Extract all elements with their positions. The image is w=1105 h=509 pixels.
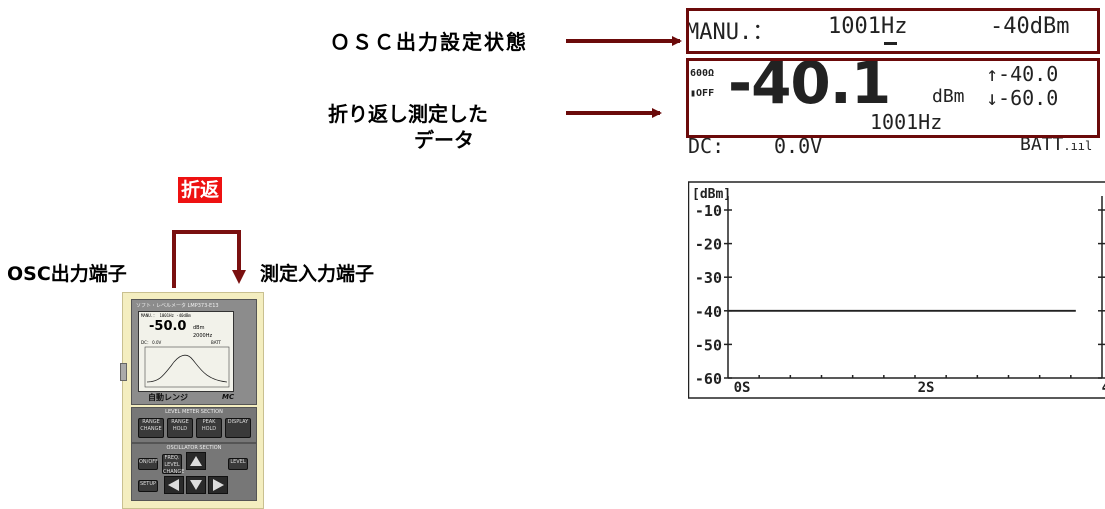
osc-output-terminal-label: OSC出力端子 — [7, 259, 127, 286]
chart-y-tick-label: -40 — [695, 303, 722, 321]
device-level-button[interactable]: LEVEL — [228, 458, 248, 470]
right-arrow-icon — [213, 479, 224, 491]
loopback-wire — [174, 232, 239, 288]
device-level-button-2[interactable]: PEAK HOLD — [196, 418, 222, 438]
osc-status-highlight — [686, 8, 1100, 54]
loopback-data-label-1: 折り返し測定した — [328, 98, 488, 127]
chart-y-tick-label: -30 — [695, 269, 722, 287]
device-osc-section-title: OSCILLATOR SECTION — [132, 445, 256, 451]
device-level-button-0[interactable]: RANGE CHANGE — [138, 418, 164, 438]
device-level-section-title: LEVEL METER SECTION — [132, 409, 256, 415]
chart-x-tick-label: 0S — [734, 380, 751, 396]
device-title: ソフト・レベルメータ LMP373-E13 — [136, 302, 219, 309]
chart-y-tick-label: -10 — [695, 202, 722, 220]
device-lcd-dc-value: 0.0V — [152, 340, 161, 345]
chart-x-tick-label: 2S — [918, 380, 935, 396]
device-setup-button[interactable]: SETUP — [138, 480, 158, 492]
device-lcd-waveform — [141, 346, 231, 390]
device-freq-level-button[interactable]: FREQ. LEVEL CHANGE — [162, 454, 182, 474]
up-arrow-icon — [190, 456, 202, 466]
device-panel: ソフト・レベルメータ LMP373-E13 MANU.： 1001Hz -40d… — [131, 299, 257, 405]
device-level-button-3[interactable]: DISPLAY — [225, 418, 251, 438]
device-lcd-batt: BATT — [211, 340, 221, 345]
device-right-button[interactable] — [208, 476, 228, 494]
down-arrow-icon — [190, 480, 202, 490]
chart-y-tick-label: -20 — [695, 236, 722, 254]
loopback-arrowhead — [232, 270, 246, 284]
device-body: ソフト・レベルメータ LMP373-E13 MANU.： 1001Hz -40d… — [122, 292, 264, 509]
device-lcd-freq: 2000Hz — [193, 333, 212, 339]
device-lcd: MANU.： 1001Hz -40dBm -50.0 dBm 2000Hz DC… — [138, 311, 234, 392]
device-down-button[interactable] — [186, 476, 206, 494]
measure-input-terminal-label: 測定入力端子 — [260, 259, 374, 286]
chart-y-unit-label: [dBm] — [692, 187, 731, 202]
chart-frame — [689, 182, 1105, 398]
battery-icon: .ııl — [1063, 139, 1092, 153]
chart-x-tick-label: 4S — [1102, 380, 1105, 396]
chart-y-tick-label: -50 — [695, 336, 722, 354]
device-auto-range: 自動レンジ — [148, 392, 188, 403]
device-lcd-unit: dBm — [193, 325, 204, 331]
loopback-badge: 折返 — [178, 177, 222, 203]
device-lcd-reading: -50.0 — [149, 319, 186, 334]
osc-status-label: ＯＳＣ出力設定状態 — [330, 26, 528, 55]
loopback-data-highlight — [686, 58, 1100, 138]
device-side-knob — [120, 363, 127, 381]
device-up-button[interactable] — [186, 452, 206, 470]
device-lcd-dc-label: DC： — [141, 340, 151, 345]
device-osc-section: OSCILLATOR SECTION ON/OFF FREQ. LEVEL CH… — [131, 443, 257, 501]
chart-y-tick-label: -60 — [695, 370, 722, 388]
lcd-screen: MANU.： 1001Hz -40dBm 600Ω ▮OFF -40.1 dBm… — [686, 0, 1105, 182]
left-arrow-icon — [168, 479, 179, 491]
device-onoff-button[interactable]: ON/OFF — [138, 458, 158, 470]
loopback-data-label-2: データ — [414, 124, 474, 153]
device-level-button-1[interactable]: RANGE HOLD — [167, 418, 193, 438]
device-brand-logo: MC — [222, 393, 234, 401]
device-left-button[interactable] — [164, 476, 184, 494]
lcd-trend-chart: [dBm]-10 -20 -30 -40 -50 -60 0S 2S 4S — [688, 180, 1105, 400]
